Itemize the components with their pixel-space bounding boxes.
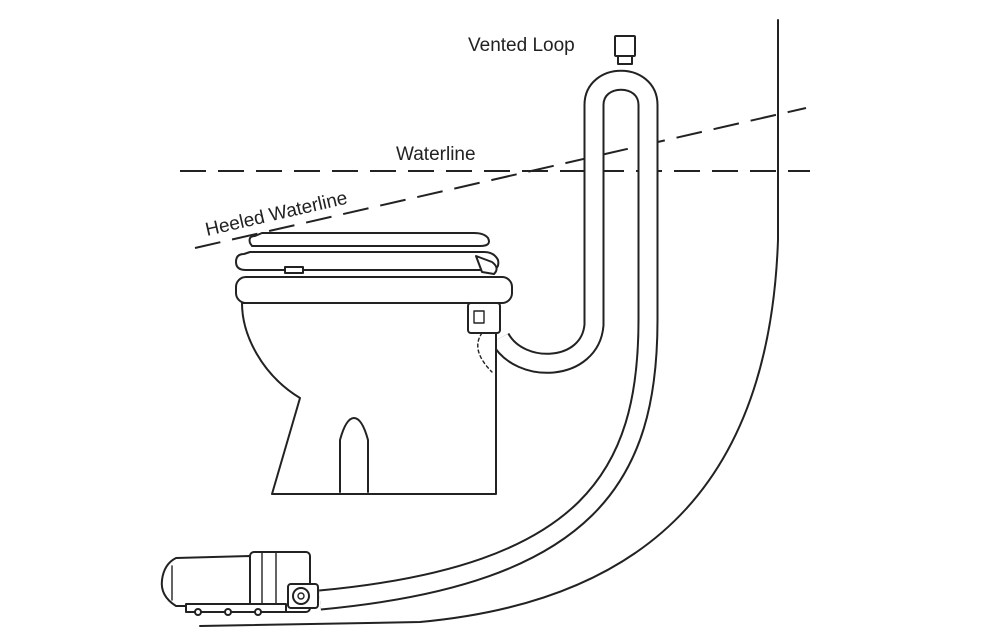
toilet-rim bbox=[235, 276, 513, 304]
toilet-bowl bbox=[241, 302, 497, 495]
waterline-label: Waterline bbox=[396, 144, 476, 165]
hull-outline bbox=[199, 19, 779, 627]
pump-motor bbox=[160, 555, 251, 607]
marine-toilet bbox=[235, 232, 513, 495]
toilet-lid bbox=[248, 232, 490, 247]
toilet-base-opening bbox=[339, 417, 369, 493]
heeled-waterline bbox=[194, 107, 807, 249]
pump-base bbox=[185, 603, 287, 613]
toilet-seat bbox=[235, 251, 500, 271]
vented-loop-label: Vented Loop bbox=[468, 35, 575, 56]
seat-hinge bbox=[475, 255, 498, 275]
discharge-hose-bore bbox=[319, 71, 657, 609]
macerator-pump bbox=[160, 551, 319, 616]
vented-loop-valve bbox=[614, 35, 636, 65]
